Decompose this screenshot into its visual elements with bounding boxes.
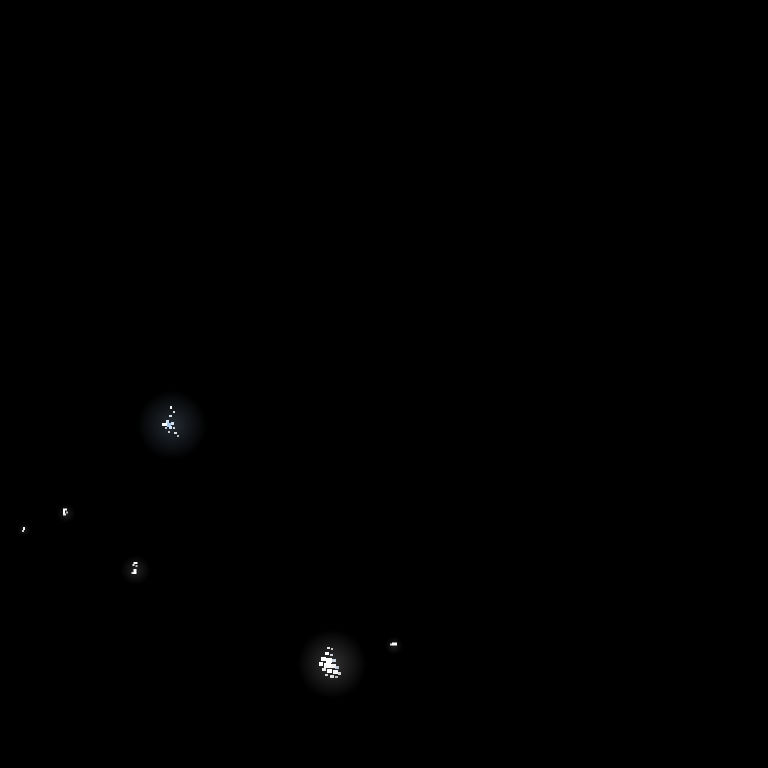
upper-cluster-pixel <box>162 423 167 426</box>
far-left-dot-halo <box>17 523 31 537</box>
upper-cluster-pixel <box>173 427 175 429</box>
mid-left-pair-pixel <box>133 562 138 564</box>
right-dash-pixel <box>392 642 397 646</box>
mid-left-pair-pixel <box>133 569 137 574</box>
bottom-cluster-pixel <box>319 662 323 666</box>
upper-cluster-pixel <box>169 426 172 429</box>
left-glyph-blob <box>56 503 76 523</box>
left-glyph-blob-pixel <box>63 513 66 516</box>
bottom-cluster <box>297 629 367 699</box>
upper-cluster-halo <box>137 390 207 460</box>
bottom-cluster-pixel <box>324 663 331 668</box>
bottom-cluster-pixel <box>331 664 336 668</box>
bottom-cluster-pixel <box>330 654 333 656</box>
bottom-cluster-pixel <box>327 647 330 649</box>
right-dash <box>385 636 403 654</box>
left-glyph-blob-pixel <box>63 510 65 514</box>
left-glyph-blob-pixel <box>63 508 67 511</box>
upper-cluster-pixel <box>168 431 170 433</box>
far-left-dot-pixel <box>23 527 25 530</box>
bottom-cluster-pixel <box>338 672 341 675</box>
bottom-cluster-pixel <box>327 669 332 673</box>
bottom-cluster-pixel <box>326 658 332 663</box>
bottom-cluster-pixel <box>325 652 329 655</box>
upper-cluster-pixel <box>173 411 175 413</box>
bottom-cluster-pixel <box>335 666 339 669</box>
bottom-cluster-pixel <box>333 670 338 674</box>
far-left-dot <box>17 523 31 537</box>
upper-cluster-pixel <box>177 435 179 437</box>
bottom-cluster-pixel <box>325 674 328 676</box>
left-glyph-blob-pixel <box>66 511 68 514</box>
bottom-cluster-pixel <box>335 676 338 678</box>
bottom-cluster-pixel <box>331 648 333 650</box>
mid-left-pair-pixel <box>132 564 135 566</box>
upper-cluster-pixel <box>167 423 171 427</box>
upper-cluster-pixel <box>171 422 174 425</box>
bottom-cluster-pixel <box>321 657 326 661</box>
far-left-dot-pixel <box>22 530 24 532</box>
upper-cluster-pixel <box>166 420 169 423</box>
right-dash-pixel <box>390 643 393 646</box>
bottom-cluster-pixel <box>332 659 336 662</box>
mid-left-pair <box>120 555 150 585</box>
bottom-cluster-pixel <box>322 668 326 671</box>
upper-cluster-pixel <box>165 427 167 429</box>
upper-cluster <box>137 390 207 460</box>
upper-cluster-pixel <box>169 415 172 417</box>
upper-cluster-pixel <box>170 406 172 409</box>
mid-left-pair-pixel <box>131 572 134 574</box>
upper-cluster-pixel <box>174 432 177 434</box>
mid-left-pair-pixel <box>135 565 138 567</box>
bottom-cluster-pixel <box>330 675 334 678</box>
